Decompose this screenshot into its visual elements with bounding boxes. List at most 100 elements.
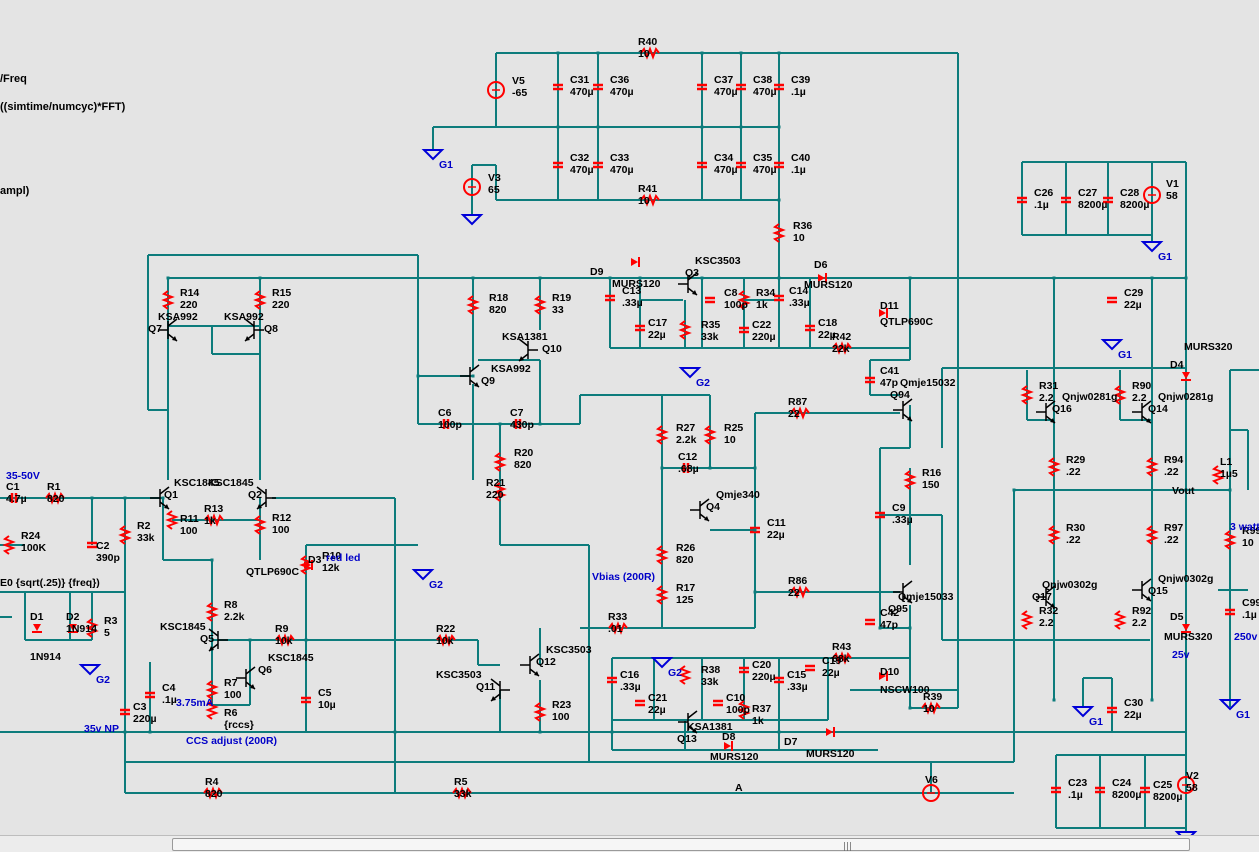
component-c3[interactable] bbox=[120, 708, 130, 716]
component-r21[interactable] bbox=[493, 482, 507, 502]
component-r43[interactable] bbox=[832, 651, 852, 665]
component-c99[interactable] bbox=[1225, 608, 1235, 616]
diode-d11[interactable] bbox=[879, 308, 888, 318]
component-r87[interactable] bbox=[790, 406, 810, 420]
transistor-q94[interactable] bbox=[893, 398, 913, 422]
component-c11[interactable] bbox=[750, 526, 760, 534]
component-c30[interactable] bbox=[1107, 706, 1117, 714]
component-r99[interactable] bbox=[1223, 530, 1237, 550]
component-c38[interactable] bbox=[736, 83, 746, 91]
component-r94[interactable] bbox=[1145, 457, 1159, 477]
transistor-q1[interactable] bbox=[150, 486, 170, 510]
diode-d5[interactable] bbox=[1181, 624, 1191, 633]
component-r38[interactable] bbox=[678, 665, 692, 685]
component-c9[interactable] bbox=[875, 511, 885, 519]
component-r35[interactable] bbox=[678, 320, 692, 340]
component-c37[interactable] bbox=[697, 83, 707, 91]
component-c26[interactable] bbox=[1017, 196, 1027, 204]
component-r2[interactable] bbox=[118, 525, 132, 545]
component-r12[interactable] bbox=[253, 515, 267, 535]
component-r15[interactable] bbox=[253, 290, 267, 310]
transistor-q95[interactable] bbox=[893, 580, 913, 604]
component-c16[interactable] bbox=[607, 676, 617, 684]
transistor-q16[interactable] bbox=[1036, 400, 1056, 424]
transistor-q4[interactable] bbox=[690, 498, 710, 522]
component-r4[interactable] bbox=[203, 786, 223, 800]
component-r36[interactable] bbox=[772, 223, 786, 243]
component-r9[interactable] bbox=[275, 633, 295, 647]
component-c25[interactable] bbox=[1140, 786, 1150, 794]
transistor-q17[interactable] bbox=[1036, 585, 1056, 609]
component-r92[interactable] bbox=[1113, 610, 1127, 630]
component-c13[interactable] bbox=[605, 294, 615, 302]
component-v3[interactable] bbox=[463, 178, 481, 196]
component-c36[interactable] bbox=[593, 83, 603, 91]
transistor-q12[interactable] bbox=[520, 653, 540, 677]
component-r25[interactable] bbox=[703, 425, 717, 445]
component-v6[interactable] bbox=[922, 784, 940, 802]
diode-d2[interactable] bbox=[68, 624, 78, 633]
transistor-q9[interactable] bbox=[460, 364, 480, 388]
diode-d4[interactable] bbox=[1181, 372, 1191, 381]
transistor-q13[interactable] bbox=[678, 710, 698, 734]
component-c31[interactable] bbox=[553, 83, 563, 91]
component-c24[interactable] bbox=[1095, 786, 1105, 794]
transistor-q2[interactable] bbox=[256, 486, 276, 510]
component-c35[interactable] bbox=[736, 161, 746, 169]
component-c5[interactable] bbox=[301, 696, 311, 704]
transistor-q5[interactable] bbox=[208, 628, 228, 652]
component-r10[interactable] bbox=[299, 555, 313, 575]
component-l1[interactable] bbox=[1211, 465, 1225, 485]
component-c21[interactable] bbox=[635, 699, 645, 707]
component-c14[interactable] bbox=[774, 294, 784, 302]
component-c28[interactable] bbox=[1103, 196, 1113, 204]
transistor-q15[interactable] bbox=[1132, 578, 1152, 602]
diode-d7[interactable] bbox=[826, 727, 835, 737]
component-r40[interactable] bbox=[640, 46, 660, 60]
component-c41[interactable] bbox=[865, 376, 875, 384]
component-c42[interactable] bbox=[865, 618, 875, 626]
component-c19[interactable] bbox=[805, 664, 815, 672]
component-r90[interactable] bbox=[1113, 385, 1127, 405]
component-c4[interactable] bbox=[145, 691, 155, 699]
component-r86[interactable] bbox=[790, 585, 810, 599]
diode-d10[interactable] bbox=[879, 671, 888, 681]
component-r14[interactable] bbox=[161, 290, 175, 310]
component-r37[interactable] bbox=[737, 700, 751, 720]
component-r39[interactable] bbox=[921, 701, 941, 715]
transistor-q14[interactable] bbox=[1132, 400, 1152, 424]
component-r7[interactable] bbox=[205, 680, 219, 700]
component-c27[interactable] bbox=[1061, 196, 1071, 204]
component-r17[interactable] bbox=[655, 585, 669, 605]
component-c18[interactable] bbox=[805, 324, 815, 332]
diode-d6[interactable] bbox=[818, 273, 827, 283]
component-c2[interactable] bbox=[87, 541, 97, 549]
component-r97[interactable] bbox=[1145, 525, 1159, 545]
component-r8[interactable] bbox=[205, 602, 219, 622]
transistor-q11[interactable] bbox=[490, 678, 510, 702]
component-r11[interactable] bbox=[165, 510, 179, 530]
transistor-q10[interactable] bbox=[518, 338, 538, 362]
transistor-q3[interactable] bbox=[678, 272, 698, 296]
component-r27[interactable] bbox=[655, 425, 669, 445]
component-c34[interactable] bbox=[697, 161, 707, 169]
diode-d3[interactable] bbox=[304, 560, 313, 570]
diode-d9[interactable] bbox=[631, 257, 640, 267]
component-r19[interactable] bbox=[533, 295, 547, 315]
component-c22[interactable] bbox=[739, 326, 749, 334]
scrollbar-thumb[interactable]: ||| bbox=[172, 838, 1190, 852]
component-c23[interactable] bbox=[1051, 786, 1061, 794]
component-c6[interactable] bbox=[442, 419, 450, 429]
component-c33[interactable] bbox=[593, 161, 603, 169]
component-v5[interactable] bbox=[487, 81, 505, 99]
component-c1[interactable] bbox=[10, 493, 18, 503]
component-r24[interactable] bbox=[2, 535, 16, 555]
component-r13[interactable] bbox=[204, 513, 224, 527]
horizontal-scrollbar[interactable]: ||| bbox=[0, 835, 1259, 852]
component-c17[interactable] bbox=[635, 324, 645, 332]
component-c29[interactable] bbox=[1107, 296, 1117, 304]
component-v1[interactable] bbox=[1143, 186, 1161, 204]
component-r26[interactable] bbox=[655, 545, 669, 565]
diode-d1[interactable] bbox=[32, 624, 42, 633]
